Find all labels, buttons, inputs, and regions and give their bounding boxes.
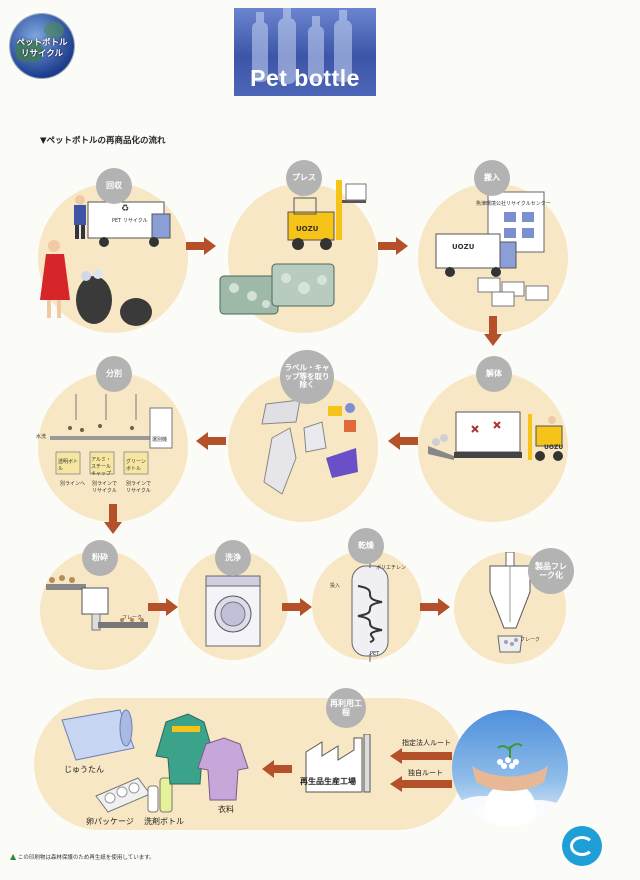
dryer-illustration (351, 562, 389, 662)
product-egg: 卵パッケージ (86, 817, 134, 826)
flake-out: フレーク (520, 637, 541, 643)
step-label-reuse: 再利用工程 (326, 688, 366, 728)
footer-note: ▲ この印刷物は森林保護のため再生紙を使用しています。 (10, 852, 155, 861)
dismantle-forklift-brand: UOZU (544, 444, 564, 451)
dry-in: 投入 (330, 583, 341, 589)
arrow-left-icon (196, 432, 226, 450)
collection-illustration (40, 195, 171, 326)
sort-bin-2: アルミ・スチールキャップ (91, 457, 112, 477)
sort-foreign: 選別機 (152, 437, 168, 443)
arrow-right-icon (282, 598, 312, 616)
arrow-left-icon (390, 776, 452, 792)
step-label-collect: 回収 (96, 168, 132, 204)
step-label-flake: 製品フレーク化 (528, 548, 574, 594)
step-label-dismantle: 解体 (476, 356, 512, 392)
product-bottle: 洗剤ボトル (144, 817, 184, 826)
cyclone-illustration (489, 552, 531, 653)
sort-bin-1: 透明ボトル (58, 459, 79, 472)
crush-flake: フレーク (122, 615, 143, 621)
sort-out-2: 別ラインでリサイクル (92, 481, 118, 494)
forklift-brand: UOZU (296, 225, 319, 233)
step-label-remove-labels: ラベル・キャップ等を取り除く (280, 350, 334, 404)
step-label-deliver: 搬入 (474, 160, 510, 196)
delivery-illustration (435, 191, 549, 307)
step-label-wash: 洗浄 (215, 540, 251, 576)
arrow-right-icon (148, 598, 178, 616)
dismantle-illustration (428, 411, 563, 461)
arrow-left-icon (262, 760, 292, 778)
bottles-photo (252, 8, 352, 84)
pet-bottle-banner: Pet bottle (234, 8, 376, 96)
recycle-icon: ♻ (121, 204, 130, 214)
crusher-illustration (46, 575, 148, 631)
arrow-right-icon (420, 598, 450, 616)
products-illustration (61, 709, 249, 813)
truck-brand: UOZU (452, 243, 475, 251)
arrow-right-icon (186, 237, 216, 255)
step-label-crush: 粉砕 (82, 540, 118, 576)
route-designated: 指定法人ルート (402, 739, 451, 747)
arrow-down-icon (104, 504, 122, 534)
step-label-sort: 分別 (96, 356, 132, 392)
route-independent: 独自ルート (408, 769, 443, 777)
triangle-icon: ▼ (40, 136, 47, 146)
arrow-left-icon (388, 432, 418, 450)
sort-bin-3: グリーンボトル (126, 459, 146, 472)
globe-badge: ペットボトル リサイクル (10, 14, 74, 78)
labels-caps-illustration (261, 399, 358, 495)
washer-illustration (205, 575, 261, 647)
factory-icon (305, 734, 371, 793)
section-title: ▼ペットボトルの再商品化の流れ (40, 136, 166, 146)
center-name: 魚津環境公社リサイクルセンター (476, 201, 551, 207)
sort-wash: 水洗 (36, 434, 47, 440)
factory-label: 再生品生産工場 (300, 777, 356, 786)
product-carpet: じゅうたん (64, 765, 104, 774)
globe-title: ペットボトル リサイクル (16, 38, 68, 59)
product-clothes: 衣料 (218, 805, 234, 814)
arrow-right-icon (378, 237, 408, 255)
banner-title: Pet bottle (250, 65, 360, 91)
step-label-press: プレス (286, 160, 322, 196)
sorting-illustration (50, 394, 173, 475)
tree-icon: ▲ (10, 852, 17, 861)
step-label-dry: 乾燥 (348, 528, 384, 564)
dry-bottom: PET (370, 651, 380, 657)
dry-top: ポリエチレン (376, 565, 407, 571)
hands-sky-photo (452, 710, 568, 826)
press-illustration (219, 180, 367, 315)
sort-out-1: 別ラインへ (60, 481, 86, 487)
company-logo-icon (562, 826, 602, 866)
arrow-left-icon (390, 748, 452, 764)
arrow-down-icon (484, 316, 502, 346)
sort-out-3: 別ラインでリサイクル (126, 481, 152, 494)
truck-logo: PET リサイクル (112, 218, 148, 224)
